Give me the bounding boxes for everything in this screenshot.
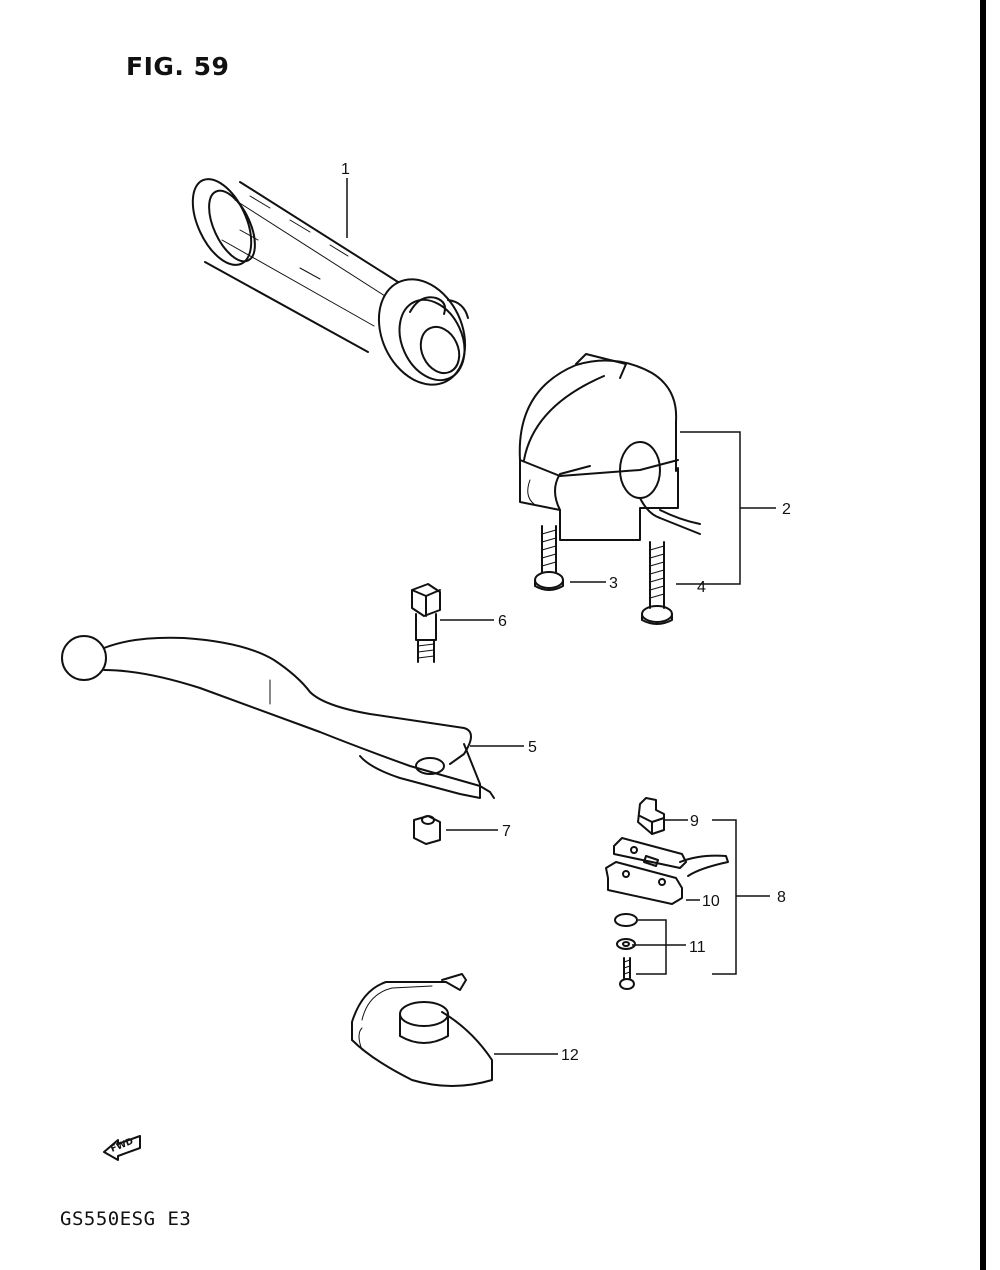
pivot-bolt — [411, 583, 441, 663]
figure-title: FIG. 59 — [126, 52, 230, 81]
switch-cover — [351, 973, 493, 1087]
callout-5: 5 — [528, 739, 537, 756]
model-code: GS550ESG E3 — [60, 1208, 192, 1230]
callout-10: 10 — [702, 893, 720, 910]
callout-1: 1 — [341, 161, 350, 178]
screw-long — [641, 541, 673, 625]
page-border-rule — [980, 0, 986, 1270]
callout-8: 8 — [777, 889, 786, 906]
callout-7: 7 — [502, 823, 511, 840]
fwd-arrow-shape — [103, 1135, 141, 1161]
callout-9: 9 — [690, 813, 699, 830]
handlebar-grip — [191, 178, 469, 386]
switch-clip — [637, 797, 665, 835]
clutch-lever — [61, 635, 495, 799]
callout-2: 2 — [782, 501, 791, 518]
switch-housing — [518, 353, 701, 541]
callout-3: 3 — [609, 575, 618, 592]
switch-plate-assembly — [605, 837, 729, 905]
washer-screw-set — [614, 913, 638, 990]
callout-6: 6 — [498, 613, 507, 630]
lock-nut — [413, 815, 441, 845]
screw-short — [534, 525, 564, 591]
callout-11: 11 — [689, 939, 706, 956]
callout-4: 4 — [697, 579, 706, 596]
callout-12: 12 — [561, 1047, 579, 1064]
